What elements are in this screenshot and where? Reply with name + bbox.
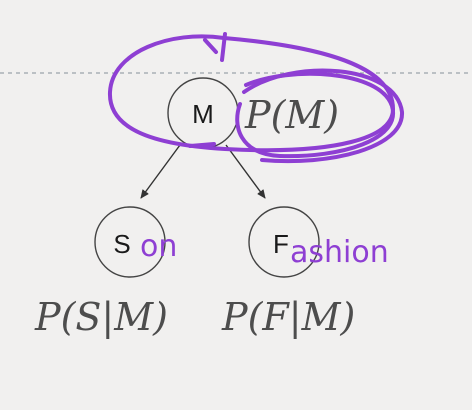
edge-m-to-s (140, 144, 181, 199)
node-f: F (248, 206, 320, 278)
marker-circle-p-m-outer (242, 68, 405, 164)
node-m: M (167, 77, 239, 149)
formula-p-f-given-m: P(F|M) (221, 295, 355, 339)
marker-circle-p-m (235, 71, 396, 159)
marker-loop-around-m (107, 34, 396, 153)
node-s-label: S (113, 229, 130, 259)
handwritten-fashion: ashion (290, 235, 389, 270)
handwritten-son: on (140, 229, 177, 264)
marker-underline-m (188, 142, 216, 148)
node-f-label: F (273, 229, 289, 259)
handwritten-annotations (107, 32, 405, 164)
marker-tick (203, 32, 227, 62)
formula-p-s-given-m: P(S|M) (34, 295, 168, 339)
node-m-label: M (192, 99, 214, 129)
formula-p-m: P(M) (244, 93, 339, 137)
edge-m-to-f (225, 144, 266, 199)
node-s: S (94, 206, 166, 278)
